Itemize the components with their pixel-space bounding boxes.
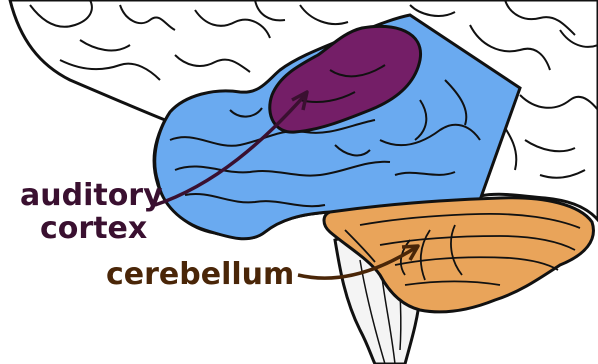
cerebellum-label: cerebellum	[106, 257, 294, 292]
auditory-label-line1: auditory	[20, 178, 163, 213]
auditory-label-line2: cortex	[40, 211, 147, 246]
